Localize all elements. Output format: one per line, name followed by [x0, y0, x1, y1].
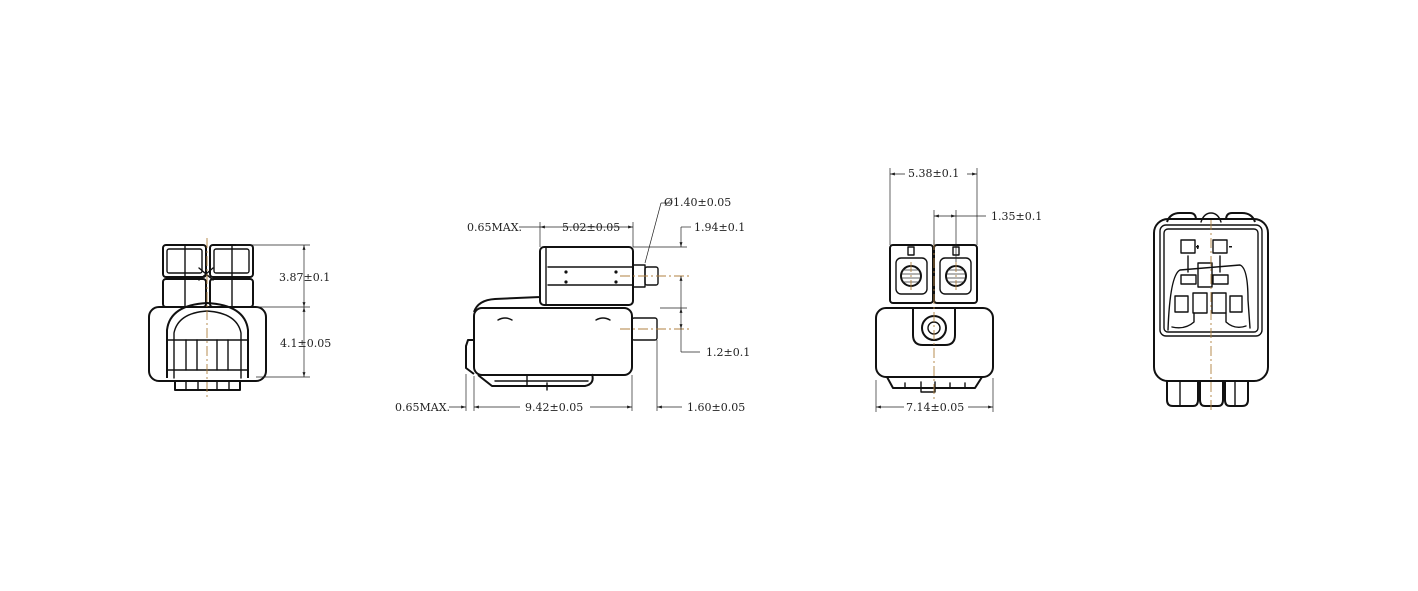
dim-front-body-width: 7.14±0.05: [906, 401, 964, 414]
dim-side-top-offset: 1.94±0.1: [694, 221, 745, 234]
dim-side-pin-length: 1.60±0.05: [687, 401, 745, 414]
front-view: 5.38±0.1 1.35±0.1 7.14±0.05: [875, 166, 1042, 414]
dim-side-body-length: 9.42±0.05: [525, 401, 583, 414]
dim-side-rear-flange: 0.65MAX.: [467, 221, 522, 234]
dim-side-top-width: 5.02±0.05: [562, 221, 620, 234]
side-view: 0.65MAX. 5.02±0.05 Ø1.40±0.05 1.94±0.1 1…: [395, 196, 750, 414]
dim-left-upper-height: 3.87±0.1: [279, 271, 330, 284]
dim-side-pin-diameter: Ø1.40±0.05: [664, 196, 731, 209]
left-view: 3.87±0.1 4.1±0.05: [148, 238, 331, 400]
dim-left-lower-height: 4.1±0.05: [280, 337, 331, 350]
back-view: [1153, 212, 1269, 410]
dim-side-pin-offset: 1.2±0.1: [706, 346, 750, 359]
dim-side-bottom-flange: 0.65MAX.: [395, 401, 450, 414]
dim-front-pitch: 1.35±0.1: [991, 210, 1042, 223]
dim-front-top-width: 5.38±0.1: [908, 167, 959, 180]
